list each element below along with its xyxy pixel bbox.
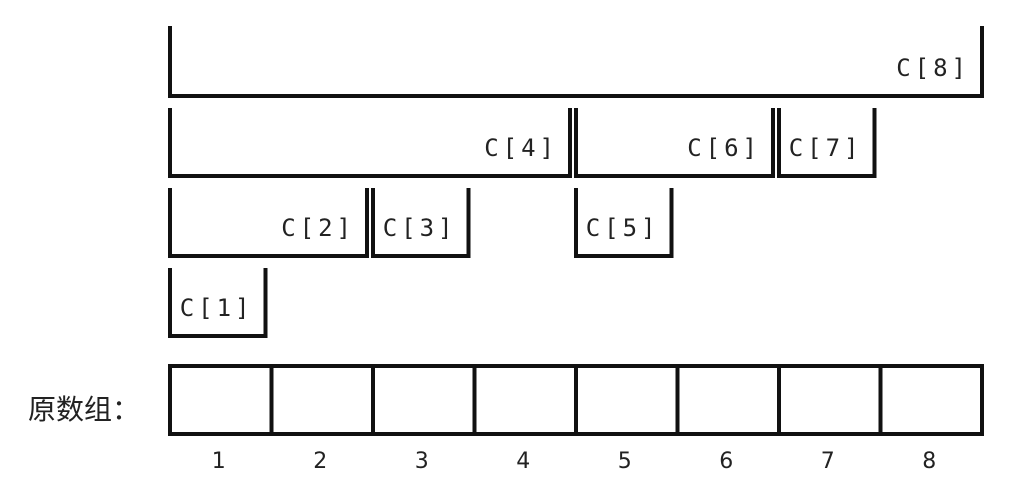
- array-cell-3: [371, 364, 477, 436]
- bracket-c4: [168, 108, 572, 178]
- array-index-1: 1: [212, 449, 226, 474]
- array-index-2: 2: [313, 449, 327, 474]
- bracket-c2: [168, 188, 369, 258]
- array-index-4: 4: [516, 449, 530, 474]
- bracket-c8: [168, 26, 984, 98]
- array-cell-5: [574, 364, 680, 436]
- array-cell-1: [168, 364, 274, 436]
- array-index-5: 5: [618, 449, 632, 474]
- array-cell-4: [472, 364, 578, 436]
- tree-brackets: C[1] C[2] C[3] C[4] C[5] C[6] C[7] C[8]: [168, 26, 984, 338]
- array-cell-7: [777, 364, 883, 436]
- array-cell-8: [878, 364, 984, 436]
- array-cell-6: [675, 364, 781, 436]
- label-c1: C[1]: [180, 294, 254, 322]
- array-index-6: 6: [719, 449, 733, 474]
- label-c8: C[8]: [896, 54, 970, 82]
- original-array-label: 原数组：: [28, 393, 141, 426]
- bracket-c7: [777, 108, 877, 178]
- label-c7: C[7]: [789, 134, 863, 162]
- array-index-7: 7: [821, 449, 835, 474]
- label-c3: C[3]: [383, 214, 457, 242]
- bracket-c1: [168, 268, 268, 338]
- array-cell-2: [269, 364, 375, 436]
- label-c5: C[5]: [586, 214, 660, 242]
- bracket-c3: [371, 188, 471, 258]
- array-index-3: 3: [415, 449, 429, 474]
- bracket-c6: [574, 108, 775, 178]
- label-c4: C[4]: [484, 134, 558, 162]
- array-index-8: 8: [922, 449, 936, 474]
- label-c2: C[2]: [281, 214, 355, 242]
- bracket-c5: [574, 188, 674, 258]
- label-c6: C[6]: [687, 134, 761, 162]
- array-indices: 1 2 3 4 5 6 7 8: [212, 449, 937, 474]
- original-array: [168, 364, 984, 436]
